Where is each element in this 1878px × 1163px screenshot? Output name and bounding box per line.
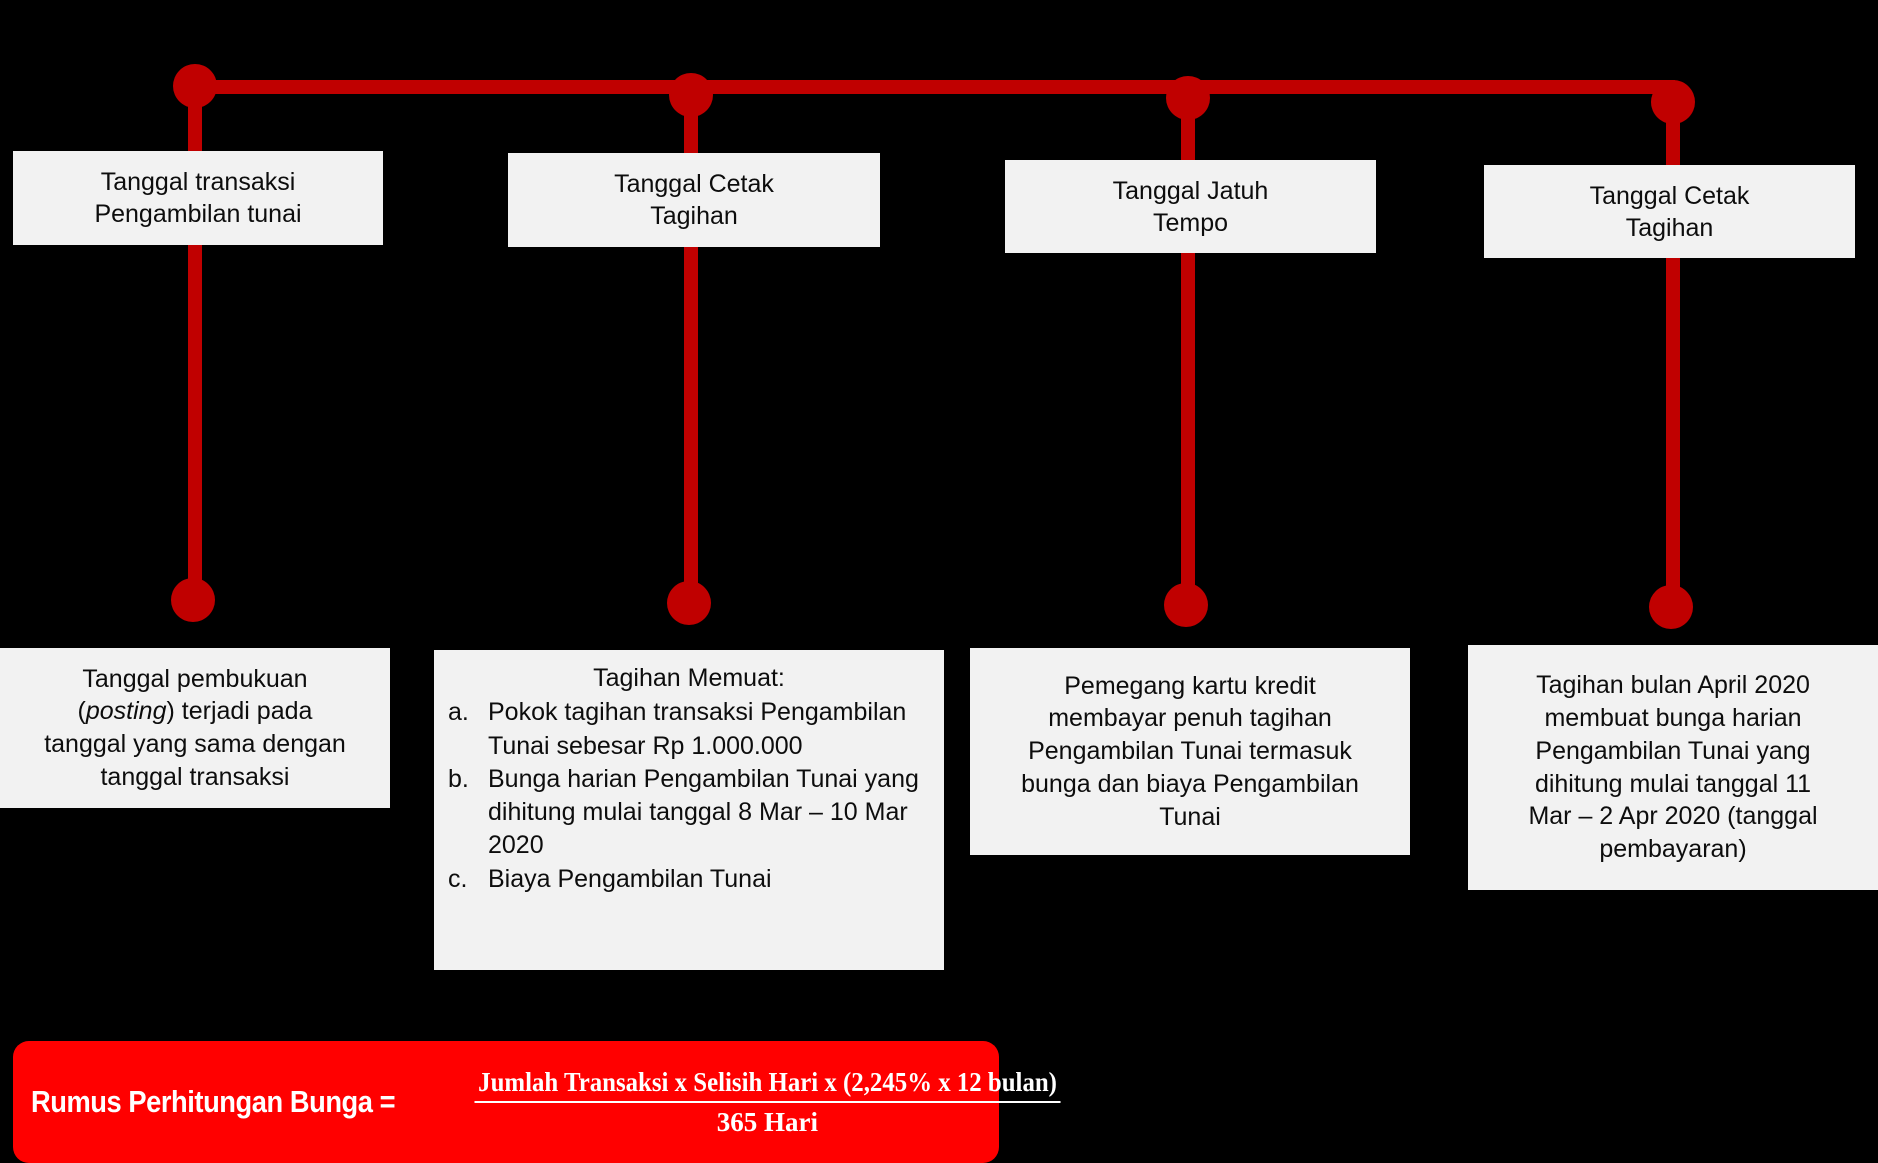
node-2-detail-box: Tagihan Memuat: a. Pokok tagihan transak… — [434, 650, 944, 970]
node-1-top-label-line-1: Tanggal transaksi — [100, 168, 296, 196]
stem-node-2-bottom — [684, 243, 698, 613]
node-1-detail-box: Tanggal pembukuan (posting) terjadi pada… — [0, 648, 390, 808]
formula-numerator: Jumlah Transaksi x Selisih Hari x (2,245… — [474, 1067, 1061, 1103]
interest-formula-bar: Rumus Perhitungan Bunga = Jumlah Transak… — [13, 1041, 1061, 1163]
list-item: a. Pokok tagihan transaksi Pengambilan T… — [448, 696, 930, 763]
stem-node-1-bottom — [188, 240, 202, 612]
timeline-enddot-node-4[interactable] — [1649, 585, 1693, 629]
list-item-text: Bunga harian Pengambilan Tunai yang dihi… — [488, 764, 919, 860]
list-item-marker: a. — [448, 698, 469, 727]
node-3-detail-line-2: membayar penuh tagihan — [1048, 704, 1332, 733]
node-2-list: a. Pokok tagihan transaksi Pengambilan T… — [448, 696, 930, 896]
node-2-list-title: Tagihan Memuat: — [593, 664, 785, 692]
list-item-marker: b. — [448, 764, 469, 793]
node-3-detail-line-3: Pengambilan Tunai termasuk — [1028, 737, 1352, 766]
node-4-top-label-line-1: Tanggal Cetak — [1589, 181, 1750, 210]
timeline-dot-node-2[interactable] — [669, 73, 713, 117]
node-1-detail-line-4: tanggal transaksi — [100, 762, 290, 791]
node-3-detail-line-5: Tunai — [1159, 802, 1221, 831]
node-4-detail-box: Tagihan bulan April 2020 membuat bunga h… — [1468, 645, 1878, 890]
node-4-top-label-line-2: Tagihan — [1625, 213, 1714, 242]
node-3-top-label-line-1: Tanggal Jatuh — [1112, 176, 1269, 205]
node-3-detail-line-1: Pemegang kartu kredit — [1064, 671, 1316, 700]
timeline-enddot-node-2[interactable] — [667, 581, 711, 625]
stem-node-3-bottom — [1181, 250, 1195, 615]
node-1-top-label-line-2: Pengambilan tunai — [94, 200, 302, 228]
timeline-dot-node-3[interactable] — [1166, 76, 1210, 120]
timeline-dot-node-1[interactable] — [173, 64, 217, 108]
list-item: c. Biaya Pengambilan Tunai — [448, 863, 930, 896]
node-1-detail-line-2: (posting) terjadi pada — [77, 697, 313, 726]
node-2-top-label-line-1: Tanggal Cetak — [614, 170, 774, 198]
node-4-detail-line-4: dihitung mulai tanggal 11 — [1534, 769, 1812, 798]
node-1-top-label-box: Tanggal transaksi Pengambilan tunai — [13, 151, 383, 245]
timeline-enddot-node-3[interactable] — [1164, 583, 1208, 627]
node-4-detail-line-5: Mar – 2 Apr 2020 (tanggal — [1528, 802, 1818, 831]
list-item-text: Biaya Pengambilan Tunai — [488, 864, 772, 893]
list-item-text: Pokok tagihan transaksi Pengambilan Tuna… — [488, 698, 907, 760]
node-4-detail-line-2: membuat bunga harian — [1544, 704, 1802, 732]
node-4-detail-line-1: Tagihan bulan April 2020 — [1536, 671, 1810, 700]
node-3-top-label-box: Tanggal Jatuh Tempo — [1005, 160, 1376, 253]
timeline-enddot-node-1[interactable] — [171, 578, 215, 622]
node-2-top-label-line-2: Tagihan — [650, 202, 738, 230]
timeline-dot-node-4[interactable] — [1651, 80, 1695, 124]
formula-denominator: 365 Hari — [716, 1106, 818, 1137]
list-item-marker: c. — [448, 864, 468, 893]
formula-label: Rumus Perhitungan Bunga = — [31, 1084, 396, 1119]
node-3-detail-line-4: bunga dan biaya Pengambilan — [1021, 769, 1359, 798]
node-4-detail-line-3: Pengambilan Tunai yang — [1535, 736, 1811, 765]
timeline-rail — [195, 80, 1675, 94]
node-4-detail-line-6: pembayaran) — [1599, 835, 1747, 863]
stem-node-4-bottom — [1666, 254, 1680, 616]
node-3-detail-box: Pemegang kartu kredit membayar penuh tag… — [970, 648, 1410, 855]
node-4-top-label-box: Tanggal Cetak Tagihan — [1484, 165, 1855, 258]
formula-fraction: Jumlah Transaksi x Selisih Hari x (2,245… — [449, 1067, 1086, 1138]
node-1-detail-line-3: tanggal yang sama dengan — [44, 730, 346, 758]
node-3-top-label-line-2: Tempo — [1152, 208, 1229, 237]
list-item: b. Bunga harian Pengambilan Tunai yang d… — [448, 763, 930, 863]
node-2-top-label-box: Tanggal Cetak Tagihan — [508, 153, 880, 247]
node-1-detail-line-1: Tanggal pembukuan — [82, 664, 308, 693]
